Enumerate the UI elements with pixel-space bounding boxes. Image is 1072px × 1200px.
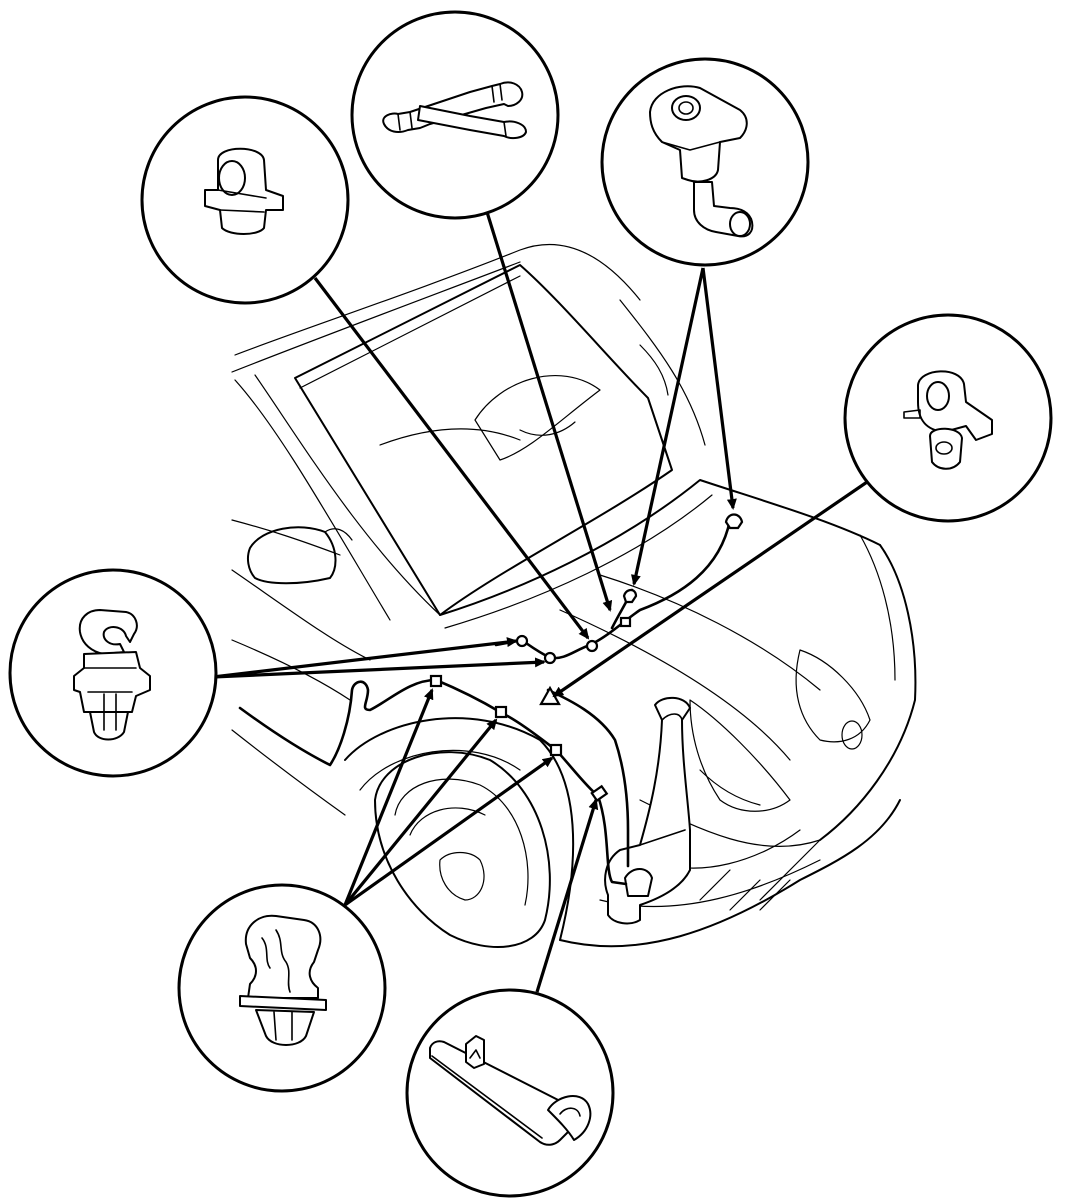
square-clip-marker	[429, 674, 443, 688]
nozzle-marker	[622, 588, 638, 604]
hose-joint-icon	[382, 81, 527, 140]
square-clip-marker	[494, 705, 508, 719]
square-clip-marker	[549, 743, 563, 757]
bracket-marker	[590, 784, 609, 803]
callout-washer-nozzle	[600, 57, 810, 267]
hose-markers	[429, 513, 744, 803]
washer-nozzle-icon	[649, 85, 754, 238]
callout-hood-hose-clip	[843, 313, 1053, 523]
push-clip-icon	[73, 609, 151, 741]
callout-hose-joint	[350, 10, 560, 220]
bracket-clip-icon	[429, 1035, 592, 1146]
washer-reservoir	[604, 696, 691, 925]
hose-clip-marker	[585, 639, 599, 653]
leader-lines	[212, 211, 871, 993]
vehicle-outline	[231, 243, 917, 948]
hose-clip-marker	[543, 651, 557, 665]
joint-marker	[619, 616, 632, 628]
hose-clip-icon	[204, 147, 284, 235]
callout-fender-hose-clip	[8, 568, 218, 778]
nozzle-marker	[724, 513, 744, 530]
callout-nozzle-mount-clip	[140, 95, 350, 305]
callout-harness-clips	[177, 883, 387, 1093]
hose-clip-marker	[515, 634, 529, 648]
callout-hose-bracket-clip	[405, 988, 615, 1198]
push-clip-icon	[239, 914, 327, 1046]
hose-clip-icon	[903, 370, 993, 470]
